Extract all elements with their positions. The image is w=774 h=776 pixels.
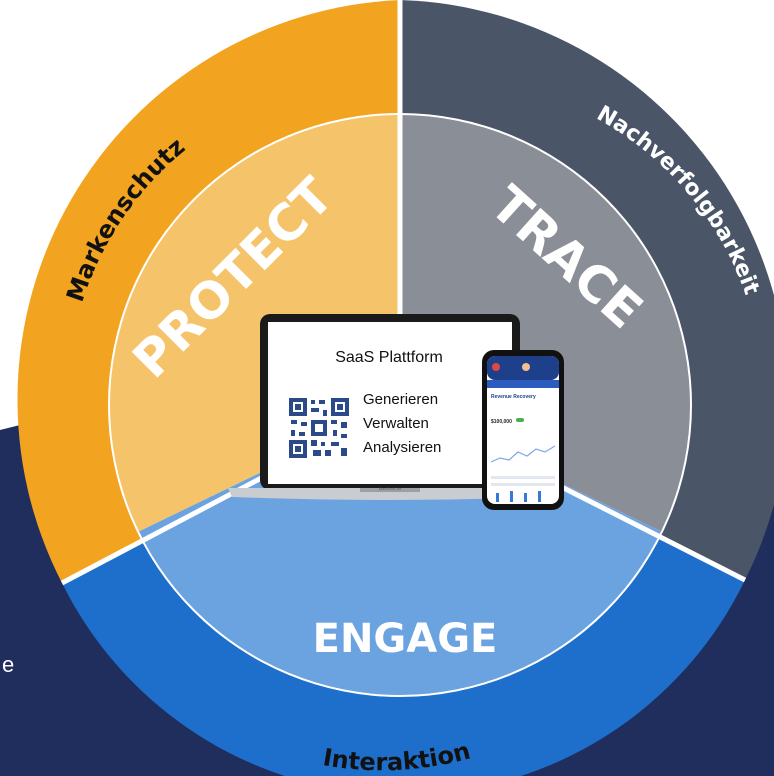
feature-manage: Verwalten: [363, 415, 429, 432]
phone-app-logo: [492, 363, 500, 371]
laptop-title: SaaS Plattform: [335, 349, 443, 366]
phone-bar: [538, 491, 541, 502]
phone-amount: $100,000: [491, 419, 512, 425]
phone-bar: [524, 493, 527, 502]
laptop-brand: MacBook Air: [379, 486, 402, 491]
phone-chart-line: [490, 445, 556, 463]
edge-text: e: [2, 652, 14, 677]
phone-nav-bar: [487, 380, 559, 388]
feature-generate: Generieren: [363, 391, 438, 408]
laptop-notch: [360, 488, 420, 492]
qr-code-icon: [289, 398, 349, 458]
segment-label-engage: ENGAGE: [313, 616, 498, 662]
laptop-base: [228, 488, 552, 500]
phone-bar: [510, 491, 513, 502]
phone-row: [491, 483, 555, 486]
phone-device: Revenue Recovery $100,000: [482, 350, 564, 510]
avatar: [522, 363, 530, 371]
laptop-device: MacBook Air SaaS Plattform Generieren Ve…: [228, 314, 552, 500]
phone-row: [491, 476, 555, 479]
phone-header-text: Revenue Recovery: [491, 394, 536, 400]
phone-chip: [516, 418, 524, 422]
feature-analyze: Analysieren: [363, 439, 441, 456]
phone-bar: [496, 493, 499, 502]
phone-screen: [487, 356, 559, 504]
